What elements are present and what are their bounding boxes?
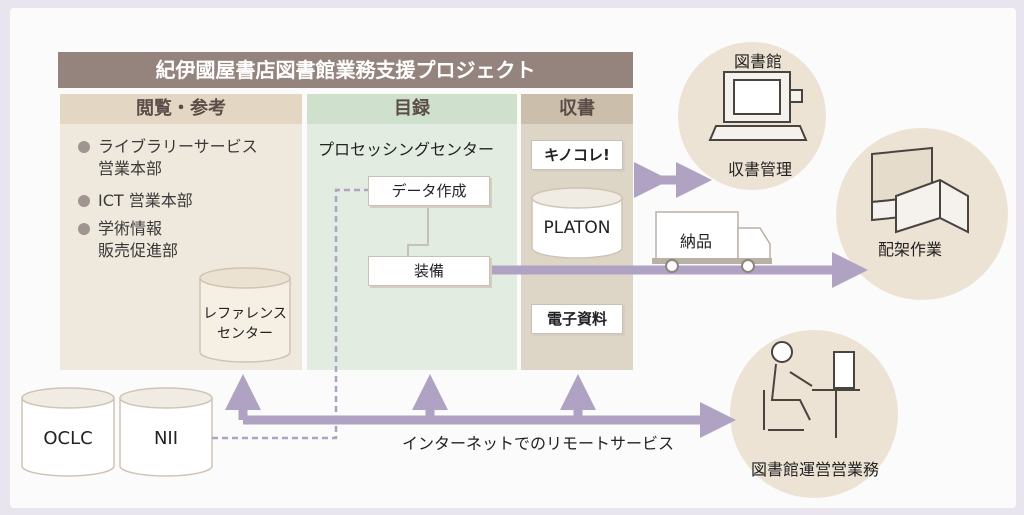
kinokore-box: キノコレ! — [531, 140, 623, 170]
person-desk-icon — [763, 341, 860, 438]
etsuran-item-label: ICT 営業本部 — [98, 191, 193, 210]
platon-label: PLATON — [543, 218, 611, 238]
reference-center-line2: センター — [217, 326, 273, 342]
oclc-label: OCLC — [43, 428, 93, 449]
etsuran-item-academic: 学術情報 販売促進部 — [78, 218, 298, 262]
etsuran-item-label: ライブラリーサービス 営業本部 — [98, 137, 258, 178]
reference-center-cylinder — [199, 267, 291, 363]
nii-label: NII — [153, 428, 179, 449]
reference-center-line1: レファレンス — [203, 306, 287, 322]
computer-icon — [708, 71, 808, 141]
unei-gyomu-label: 図書館運営営業務 — [750, 460, 879, 479]
bullet-icon — [78, 223, 90, 235]
project-title: 紀伊國屋書店図書館業務支援プロジェクト — [58, 52, 633, 88]
oclc-cylinder — [21, 387, 115, 477]
operations-circle — [730, 330, 898, 498]
etsuran-item-ict: ICT 営業本部 — [78, 190, 298, 212]
shusho-heading: 収書 — [521, 94, 633, 124]
remote-service-arrows — [225, 374, 736, 438]
etsuran-item-library-service: ライブラリーサービス 営業本部 — [78, 136, 298, 180]
data-creation-box: データ作成 — [368, 176, 490, 206]
nii-dashed-link — [212, 188, 368, 440]
soubi-box: 装備 — [368, 256, 490, 286]
library-label: 図書館 — [733, 52, 782, 71]
processing-center-label: プロセッシングセンター — [318, 140, 495, 159]
haika-sagyo-label: 配架作業 — [877, 240, 942, 259]
reference-center-label: レファレンス センター — [200, 304, 290, 344]
bullet-icon — [78, 141, 90, 153]
nohin-label: 納品 — [679, 232, 712, 251]
platon-cylinder — [531, 187, 623, 259]
bullet-icon — [78, 195, 90, 207]
remote-service-label: インターネットでのリモートサービス — [402, 434, 675, 453]
books-icon — [871, 146, 969, 234]
nii-cylinder — [119, 387, 213, 477]
mokuroku-column — [307, 94, 517, 370]
mokuroku-heading: 目録 — [307, 94, 517, 124]
shusho-kanri-label: 収書管理 — [727, 160, 792, 179]
denshi-shiryo-box: 電子資料 — [531, 304, 623, 334]
etsuran-heading: 閲覧・参考 — [60, 94, 302, 124]
truck-icon — [652, 211, 772, 273]
etsuran-item-label: 学術情報 販売促進部 — [98, 219, 179, 260]
